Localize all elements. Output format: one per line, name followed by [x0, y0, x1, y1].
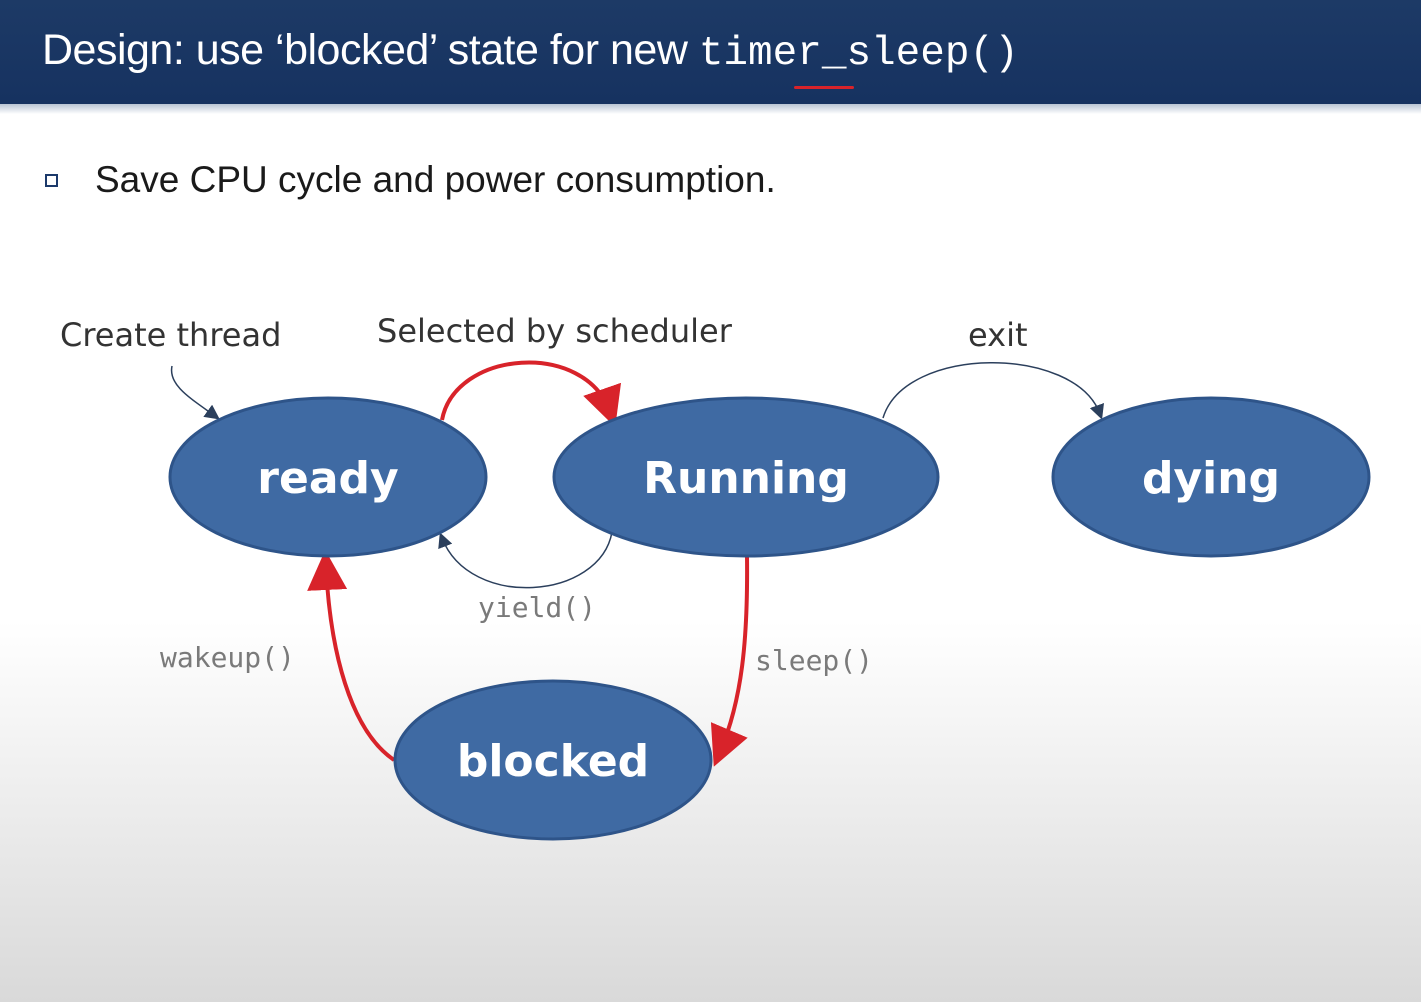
bullet-text: Save CPU cycle and power consumption.	[95, 159, 776, 200]
state-running-label: Running	[643, 453, 849, 504]
slide-title-text: Design: use ‘blocked’ state for new	[42, 26, 699, 74]
create-thread-arrow	[170, 365, 220, 420]
yield-label: yield()	[478, 591, 596, 624]
title-underline-mark	[794, 86, 854, 89]
selected-by-scheduler-label: Selected by scheduler	[377, 312, 733, 350]
state-dying	[1051, 396, 1371, 558]
state-running	[552, 396, 940, 558]
sleep-label: sleep()	[755, 644, 873, 677]
exit-label: exit	[968, 316, 1028, 354]
selected-by-scheduler-arrow	[440, 360, 621, 428]
state-dying-label: dying	[1142, 453, 1280, 504]
state-ready-label: ready	[257, 453, 398, 504]
state-ready	[168, 396, 488, 558]
sleep-arrow	[710, 555, 750, 767]
create-thread-label: Create thread	[60, 316, 281, 354]
wakeup-arrow	[307, 550, 396, 762]
slide-title: Design: use ‘blocked’ state for new time…	[42, 22, 1019, 89]
state-blocked-label: blocked	[457, 736, 649, 787]
slide-header	[0, 0, 1421, 104]
yield-arrow	[438, 531, 613, 589]
slide-title-code: timer_sleep()	[698, 31, 1019, 77]
wakeup-label: wakeup()	[160, 641, 295, 674]
exit-arrow	[882, 362, 1104, 420]
square-bullet-icon	[45, 174, 58, 187]
state-blocked	[393, 679, 713, 841]
header-shadow	[0, 104, 1421, 114]
